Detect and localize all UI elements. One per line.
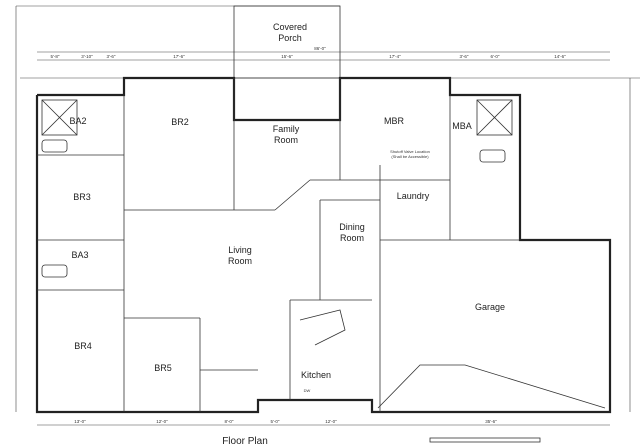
- bathtub: [479, 149, 506, 163]
- room-label-family-room: Family: [273, 124, 300, 134]
- dimension-label: 35'-6": [485, 419, 497, 424]
- kitchen-island: [299, 309, 346, 346]
- room-label-mba: MBA: [452, 121, 472, 131]
- covered-porch-outline: [233, 5, 341, 79]
- shower-fixture: [476, 99, 513, 136]
- dimension-label: 14'-6": [554, 54, 566, 59]
- room-label-ba3: BA3: [71, 250, 88, 260]
- room-label-dining-room: Dining: [339, 222, 365, 232]
- room-label-living-room: Room: [228, 256, 252, 266]
- dishwasher-label: DW: [304, 388, 311, 393]
- exterior-wall: [35, 76, 612, 414]
- dimension-label: 12'-0": [156, 419, 168, 424]
- bathtub: [41, 264, 68, 278]
- dimension-label: 8'-0": [225, 419, 234, 424]
- dimension-label: 13'-0": [74, 419, 86, 424]
- plan-title: Floor Plan: [222, 436, 268, 445]
- dimension-label: 3'-6": [460, 54, 469, 59]
- room-label-dining-room: Room: [340, 233, 364, 243]
- room-label-br4: BR4: [74, 341, 92, 351]
- overall-width-dimension: 86'-0": [314, 46, 326, 51]
- scale-bar: [429, 437, 541, 443]
- dimension-label: 3'-6": [107, 54, 116, 59]
- room-label-ba2: BA2: [69, 116, 86, 126]
- dimension-label: 5'-8": [51, 54, 60, 59]
- room-label-garage: Garage: [475, 302, 505, 312]
- room-label-mbr: MBR: [384, 116, 405, 126]
- room-label-covered-porch: Covered: [273, 22, 307, 32]
- room-label-laundry: Laundry: [397, 191, 430, 201]
- dimension-label: 5'-0": [271, 419, 280, 424]
- room-label-covered-porch: Porch: [278, 33, 302, 43]
- garage-slope-line: [377, 364, 606, 409]
- dimension-label: 15'-6": [281, 54, 293, 59]
- dimension-label: 12'-0": [325, 419, 337, 424]
- room-label-br5: BR5: [154, 363, 172, 373]
- shower-fixture: [41, 99, 78, 136]
- room-label-br3: BR3: [73, 192, 91, 202]
- room-label-family-room: Room: [274, 135, 298, 145]
- interior-walls: [37, 78, 520, 412]
- shutoff-valve-note: (Shall be Accessible): [391, 154, 429, 159]
- room-label-br2: BR2: [171, 117, 189, 127]
- room-label-living-room: Living: [228, 245, 252, 255]
- dimension-label: 17'-4": [389, 54, 401, 59]
- bathtub: [41, 139, 68, 153]
- shutoff-valve-note: Shutoff Valve Location: [390, 149, 430, 154]
- dimension-label: 6'-0": [491, 54, 500, 59]
- room-label-kitchen: Kitchen: [301, 370, 331, 380]
- dimension-label: 3'-10": [81, 54, 93, 59]
- dimension-label: 17'-6": [173, 54, 185, 59]
